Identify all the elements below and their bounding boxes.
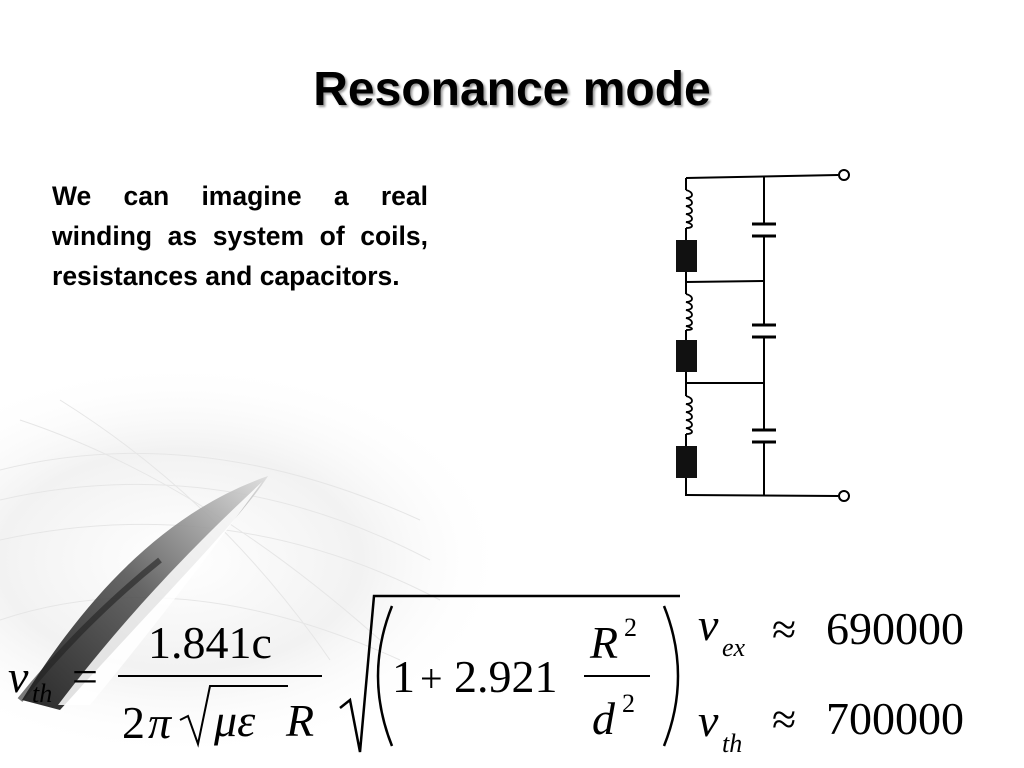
formula-r-squared: R xyxy=(589,617,618,668)
formula-outer-radical xyxy=(339,594,680,753)
formula-numerator: 1.841c xyxy=(148,617,272,668)
result-ex-value: 690000 xyxy=(826,603,964,654)
result-th-subscript: th xyxy=(722,729,742,758)
formula-v: v xyxy=(8,651,29,702)
formula-d-exponent: 2 xyxy=(622,689,635,718)
slide-title: Resonance mode xyxy=(313,63,711,116)
result-ex-subscript: ex xyxy=(722,633,746,662)
winding-circuit-diagram xyxy=(676,169,850,502)
formula-plus: + xyxy=(420,656,443,701)
body-paragraph: We can imagine a real winding as system … xyxy=(52,181,428,291)
formula-mu-epsilon: με xyxy=(213,695,256,746)
formula-one: 1 xyxy=(392,651,415,702)
formula-inner-radical xyxy=(179,685,288,748)
formula-r: R xyxy=(285,695,314,746)
formula-r-exponent: 2 xyxy=(624,613,637,642)
formula-right-paren xyxy=(662,605,680,747)
result-v-th: v xyxy=(698,695,719,746)
formula-two: 2 xyxy=(122,697,145,748)
resonance-frequency-formula: v th = 1.841c 2 π με R 1 + 2.921 R 2 d 2… xyxy=(8,594,964,758)
formula-equals: = xyxy=(72,651,98,702)
formula-d-squared: d xyxy=(592,693,616,744)
result-th-value: 700000 xyxy=(826,693,964,744)
formula-pi: π xyxy=(148,697,173,748)
result-approx-2: ≈ xyxy=(772,695,796,744)
formula-coefficient: 2.921 xyxy=(454,651,558,702)
result-v-ex: v xyxy=(698,599,719,650)
result-approx-1: ≈ xyxy=(772,605,796,654)
formula-left-paren xyxy=(376,605,394,747)
formula-th-subscript: th xyxy=(32,679,52,708)
